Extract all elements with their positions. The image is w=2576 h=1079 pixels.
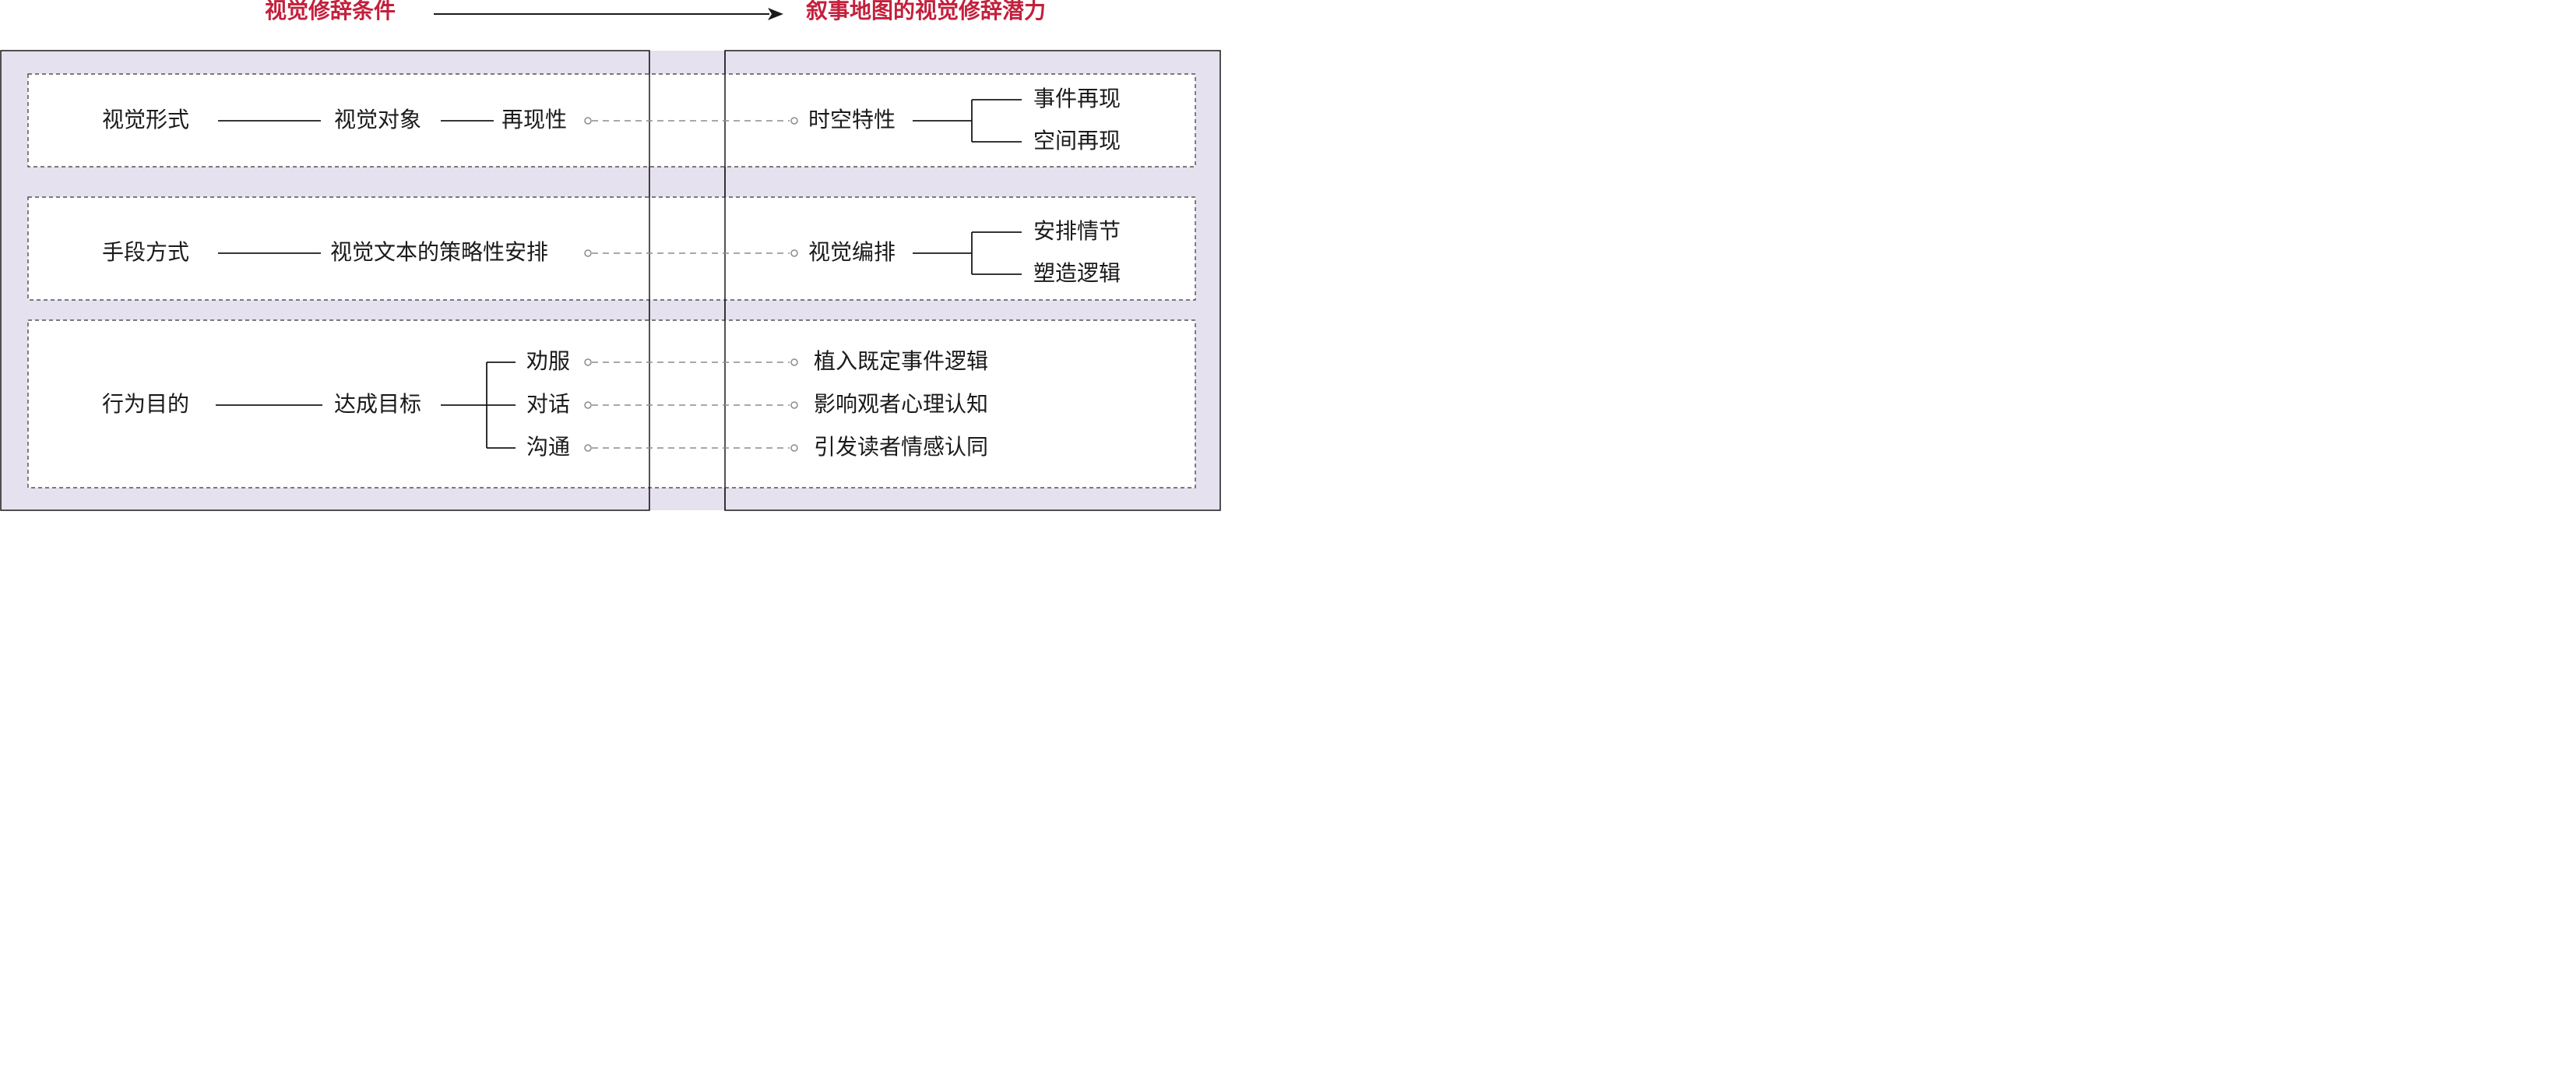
dashed-connector-3: [584, 358, 798, 366]
dashed-connector-4: [584, 401, 798, 409]
row3-endpoint-bracket: [441, 361, 516, 449]
dashed-connector-5: [584, 444, 798, 452]
dashed-connector-2: [584, 249, 798, 257]
row1-endpoint: 再现性: [501, 107, 568, 132]
diagram-shapes: [0, 8, 1221, 511]
connector-start-dot: [584, 358, 592, 366]
row2-middle: 视觉文本的策略性安排: [330, 239, 549, 265]
row1-target-bracket: [913, 99, 1022, 143]
connector-end-dot: [790, 444, 798, 452]
row2-target-branch-2: 塑造逻辑: [1033, 260, 1121, 286]
row2-target-branch-1: 安排情节: [1033, 218, 1121, 244]
connector-end-dot: [790, 358, 798, 366]
row3-endpoint-branch-3: 沟通: [526, 434, 571, 460]
row3-target-3: 引发读者情感认同: [814, 434, 989, 460]
row2-target-bracket: [913, 231, 1022, 275]
row3-middle: 达成目标: [334, 391, 422, 417]
diagram: 视觉修辞条件 叙事地图的视觉修辞潜力 视觉形式 视觉对象 再现性 时空特性 事件…: [0, 0, 1221, 511]
connector-end-dot: [790, 401, 798, 409]
connector-end-dot: [790, 249, 798, 257]
header-arrow-head: [768, 8, 783, 20]
connector-end-dot: [790, 117, 798, 125]
row3-endpoint-branch-1: 劝服: [526, 348, 571, 374]
row3-target-1: 植入既定事件逻辑: [814, 348, 989, 374]
row2-category: 手段方式: [102, 239, 190, 265]
row1-category: 视觉形式: [102, 107, 190, 132]
connector-start-dot: [584, 249, 592, 257]
row3-category: 行为目的: [102, 391, 190, 417]
row-box-2: [27, 196, 1196, 301]
row-box-3: [27, 319, 1196, 488]
row1-target-branch-1: 事件再现: [1033, 86, 1121, 111]
connector-start-dot: [584, 444, 592, 452]
row1-target-branch-2: 空间再现: [1033, 128, 1121, 153]
dashed-connector-1: [584, 117, 798, 125]
row1-target: 时空特性: [808, 107, 896, 132]
right-title: 叙事地图的视觉修辞潜力: [806, 0, 1047, 23]
connector-start-dot: [584, 401, 592, 409]
row-box-1: [27, 73, 1196, 167]
row2-target: 视觉编排: [808, 239, 896, 265]
row3-target-2: 影响观者心理认知: [814, 391, 989, 417]
connector-start-dot: [584, 117, 592, 125]
row3-endpoint-branch-2: 对话: [526, 391, 571, 417]
row1-middle: 视觉对象: [334, 107, 422, 132]
left-title: 视觉修辞条件: [265, 0, 396, 23]
